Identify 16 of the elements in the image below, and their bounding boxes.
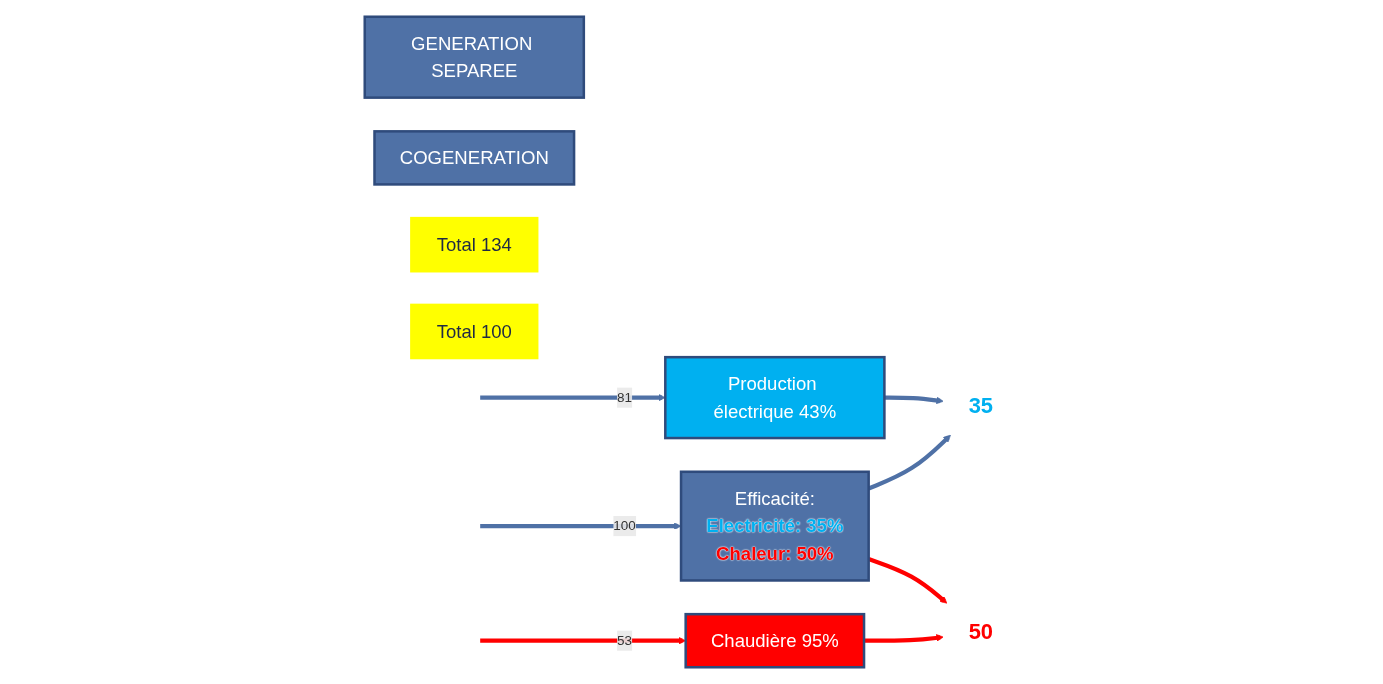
node-box: Total 100 [410, 303, 539, 360]
edge-label: 100 [613, 518, 636, 533]
node-box: Production électrique 43% [664, 355, 886, 440]
arrow [864, 634, 944, 643]
node-text: 35 [968, 392, 993, 419]
arrow [480, 637, 686, 645]
arrow [480, 522, 682, 530]
node-box: Total 134 [410, 216, 539, 273]
node-text: 50 [968, 619, 993, 645]
edge-label: 81 [617, 390, 633, 405]
arrow [480, 393, 666, 402]
node-box: COGENERATION [373, 130, 576, 186]
node-box: Chaudière 95% [684, 612, 866, 669]
node-box: GENERATION SEPAREE [363, 15, 586, 99]
arrow [884, 395, 944, 405]
edge-label: 53 [617, 633, 633, 648]
